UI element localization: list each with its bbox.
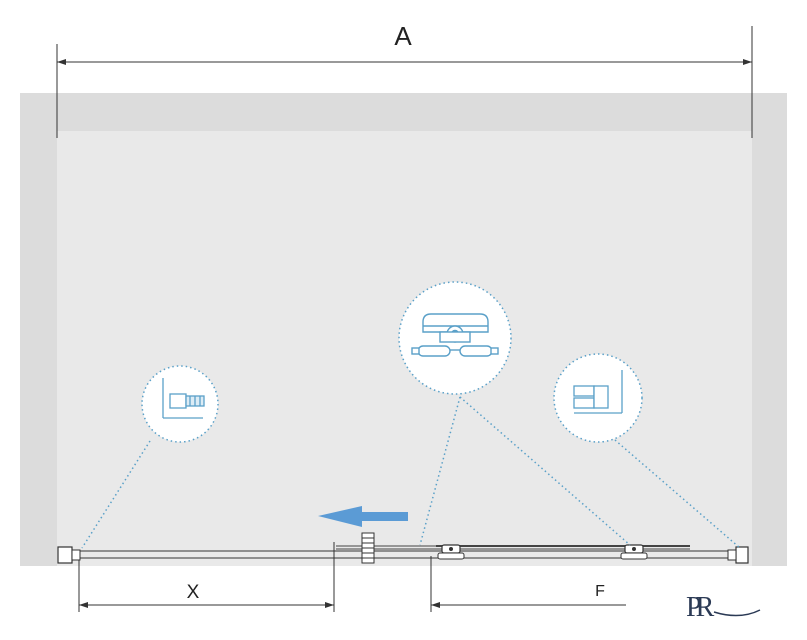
dimension-a-label: A <box>394 21 412 51</box>
dimension-f-label: F <box>595 583 605 600</box>
wall-right <box>752 93 787 566</box>
detail-leaders <box>81 396 741 549</box>
arrow-left-icon <box>318 506 408 527</box>
brand-logo-text: PR <box>686 592 715 623</box>
door-handle <box>361 532 375 564</box>
roller-left <box>437 544 465 560</box>
dimension-a: A <box>56 21 753 138</box>
brand-logo: PR <box>686 592 761 623</box>
detail-right-circle <box>553 353 643 443</box>
left-wall-profile <box>57 546 81 564</box>
detail-left-circle <box>141 365 219 443</box>
wall-left <box>20 93 57 566</box>
dimension-f: F <box>430 556 626 612</box>
dimension-x-label: X <box>187 582 200 603</box>
dimension-x: X <box>78 542 335 612</box>
right-wall-profile <box>727 546 749 564</box>
wall-profile-magnet-icon <box>162 378 205 419</box>
wall-profile-icon <box>573 370 623 414</box>
roller-carriage-icon <box>411 313 499 357</box>
detail-center-circle <box>398 281 512 395</box>
wall-top-band <box>20 93 787 131</box>
wall-outline <box>20 93 787 566</box>
roller-right <box>620 544 648 560</box>
